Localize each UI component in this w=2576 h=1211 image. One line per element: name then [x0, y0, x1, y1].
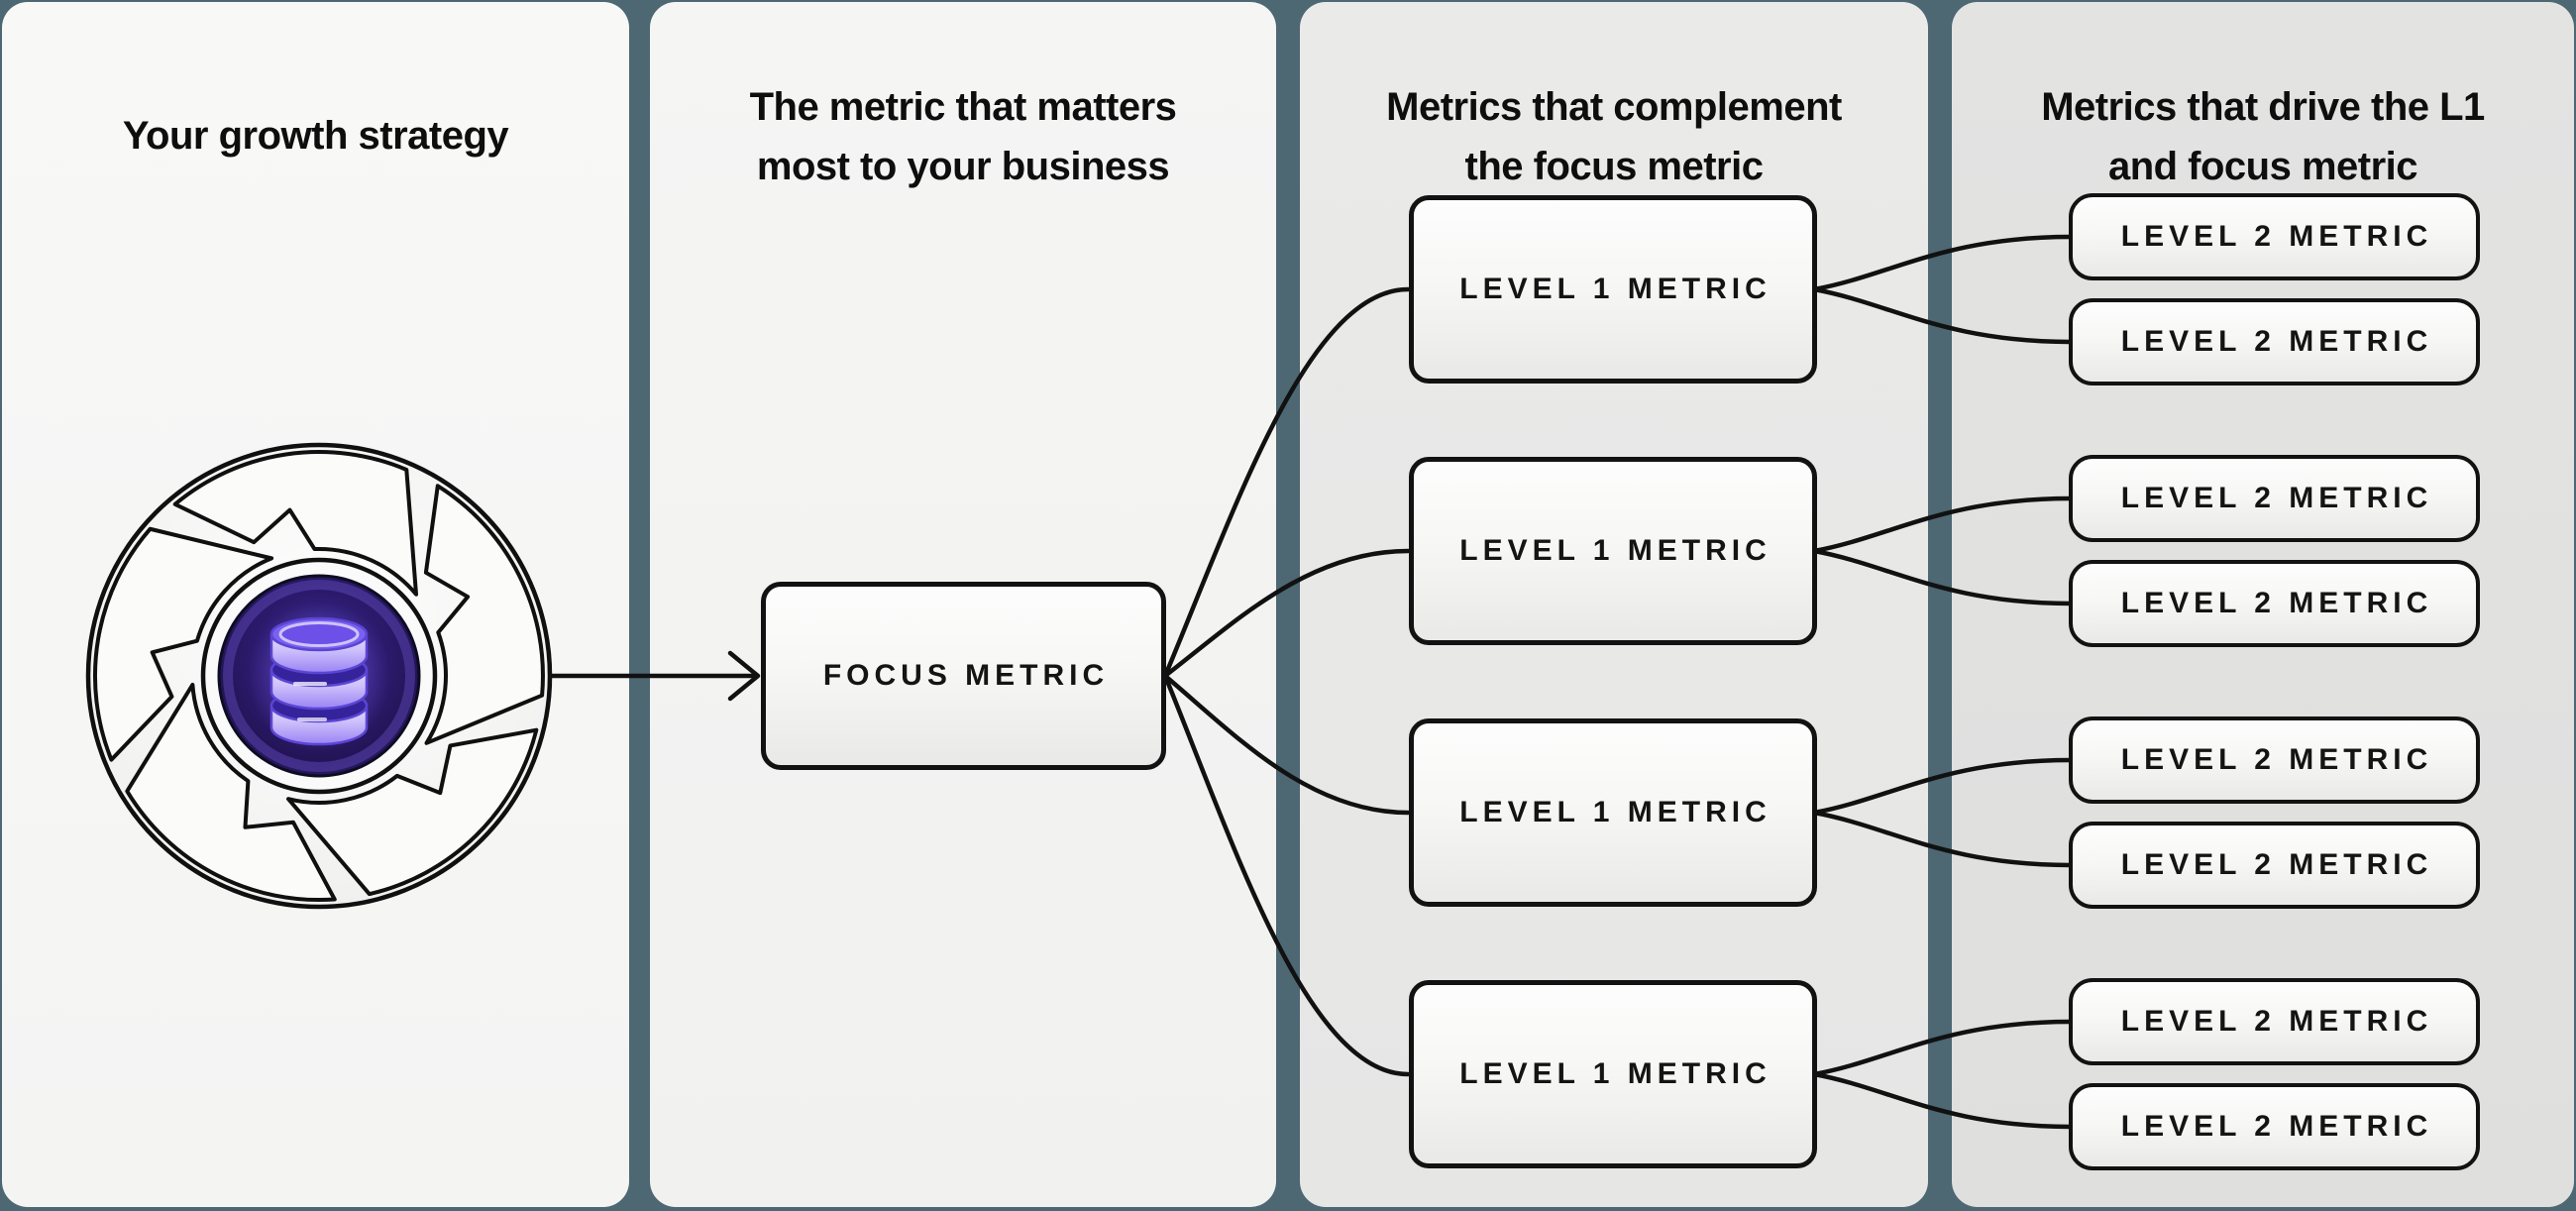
- level-2-metric-box: LEVEL 2 METRIC: [2069, 193, 2480, 280]
- heading-line: the focus metric: [1464, 145, 1764, 188]
- heading-line: most to your business: [756, 145, 1170, 188]
- column-heading-level-1: Metrics that complement the focus metric: [1300, 77, 1928, 196]
- heading-line: Your growth strategy: [122, 114, 509, 158]
- focus-to-l1-connectors: [1162, 286, 1411, 1077]
- arrow-right-icon: [548, 650, 761, 702]
- column-heading-focus-metric: The metric that matters most to your bus…: [650, 77, 1276, 196]
- level-1-metric-box: LEVEL 1 METRIC: [1409, 457, 1817, 645]
- level-1-metric-box: LEVEL 1 METRIC: [1409, 980, 1817, 1168]
- l1-to-l2-connectors: [1811, 234, 2074, 1130]
- heading-line: Metrics that complement: [1386, 85, 1842, 129]
- column-heading-growth-strategy: Your growth strategy: [2, 106, 629, 165]
- database-icon: [217, 574, 421, 778]
- level-2-metric-box: LEVEL 2 METRIC: [2069, 716, 2480, 804]
- level-2-metric-box: LEVEL 2 METRIC: [2069, 560, 2480, 647]
- level-2-metric-box: LEVEL 2 METRIC: [2069, 298, 2480, 385]
- level-2-metric-box: LEVEL 2 METRIC: [2069, 978, 2480, 1065]
- level-2-metric-box: LEVEL 2 METRIC: [2069, 822, 2480, 909]
- flywheel-icon: [27, 401, 572, 961]
- heading-line: The metric that matters: [749, 85, 1177, 129]
- level-2-metric-box: LEVEL 2 METRIC: [2069, 1083, 2480, 1170]
- level-2-metric-box: LEVEL 2 METRIC: [2069, 455, 2480, 542]
- heading-line: and focus metric: [2107, 145, 2418, 188]
- column-heading-level-2: Metrics that drive the L1 and focus metr…: [1952, 77, 2574, 196]
- heading-line: Metrics that drive the L1: [2041, 85, 2485, 129]
- focus-metric-box: FOCUS METRIC: [761, 582, 1166, 770]
- level-1-metric-box: LEVEL 1 METRIC: [1409, 195, 1817, 384]
- level-1-metric-box: LEVEL 1 METRIC: [1409, 718, 1817, 907]
